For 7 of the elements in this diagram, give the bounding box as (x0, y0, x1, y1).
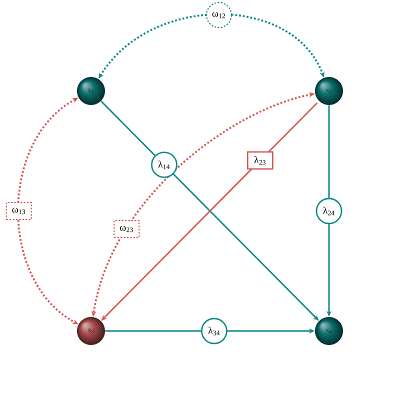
edge-label: ω$_{12}$ (206, 2, 232, 28)
edge-label: λ$_{23}$ (246, 151, 274, 170)
edge-label: ω$_{13}$ (6, 202, 32, 220)
edge-label: ω$_{23}$ (114, 220, 140, 238)
edge-label: λ$_{14}$ (151, 152, 178, 178)
edge-label: λ$_{34}$ (201, 318, 228, 344)
edge-label: λ$_{24}$ (316, 198, 342, 224)
